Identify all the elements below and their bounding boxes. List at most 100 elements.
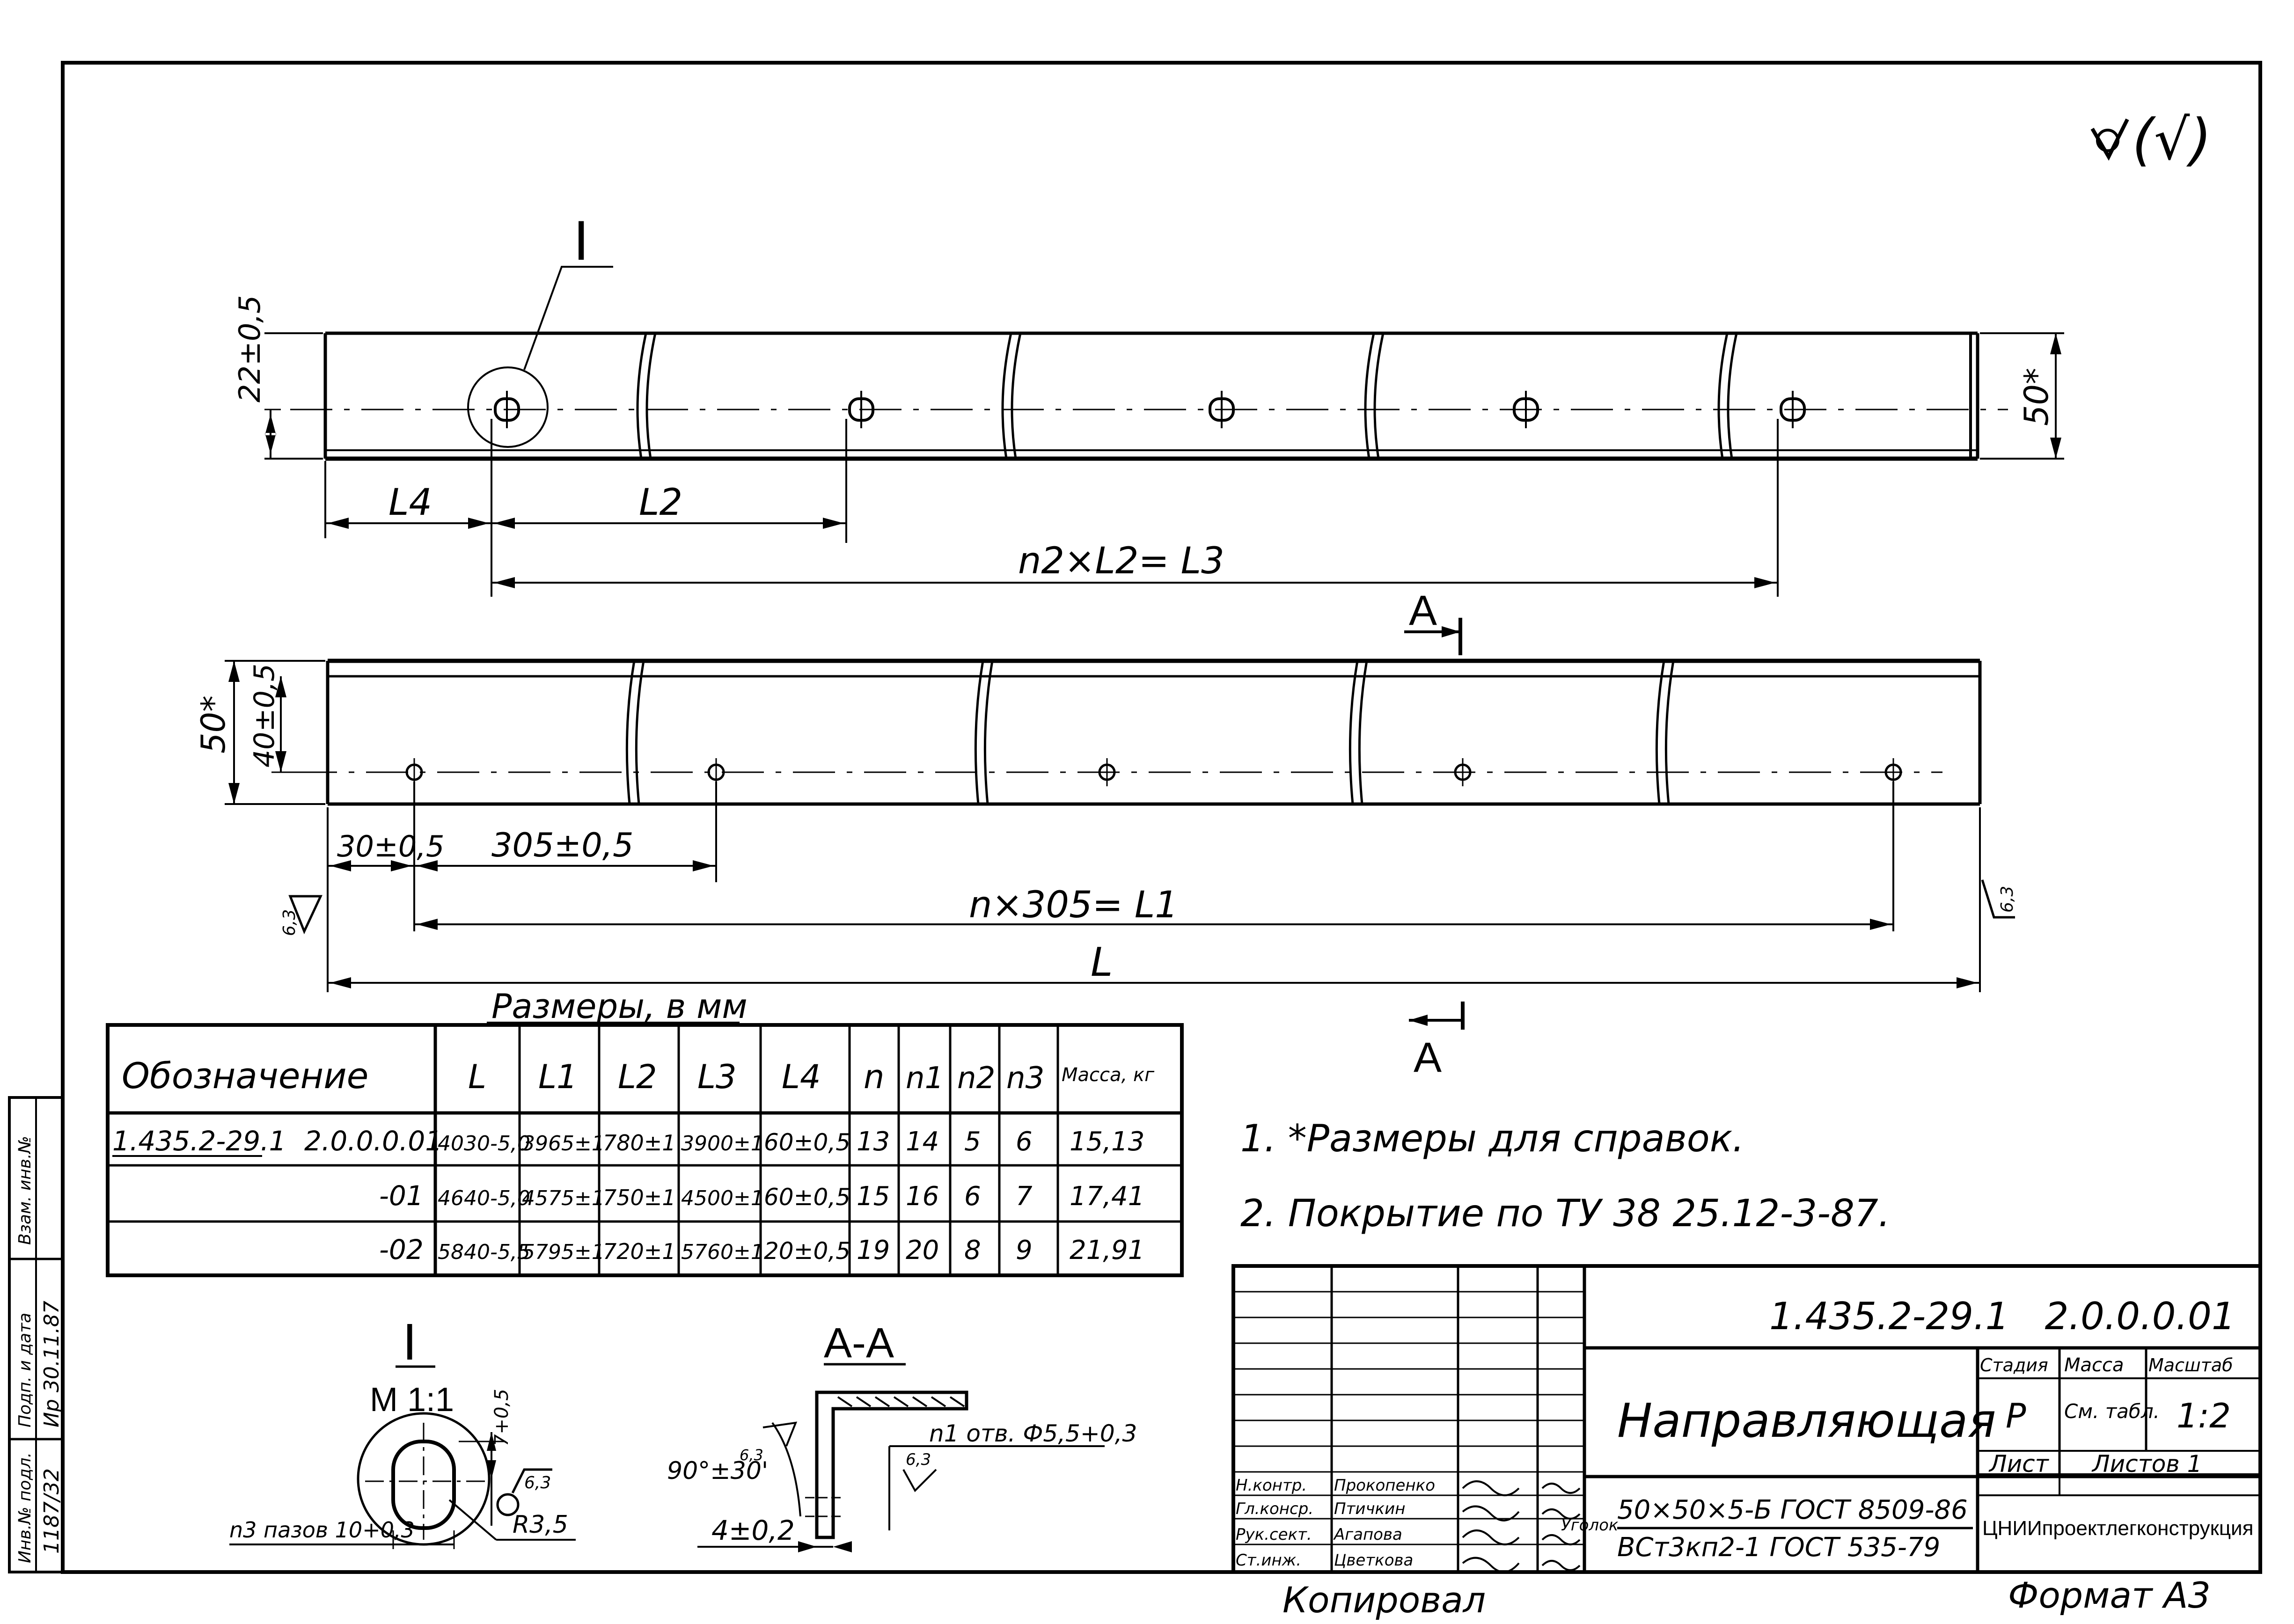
note-2: 2. Покрытие по ТУ 38 25.12-3-87.	[1240, 1192, 1890, 1235]
mass-label: Масса	[2064, 1354, 2124, 1376]
slot-4	[1513, 391, 1539, 428]
section-aa-angle-rough: 6,3	[740, 1446, 763, 1464]
doc-number: 1.435.2-29.1 2.0.0.0.01	[1769, 1295, 2235, 1338]
section-aa-angle: 90°±30'	[667, 1457, 768, 1485]
stage-value: Р	[2006, 1396, 2026, 1435]
sig-name-2: Птичкин	[1334, 1500, 1405, 1518]
row3-n: 19	[857, 1235, 890, 1266]
roughness-symbol: (√)	[2090, 108, 2212, 173]
section-aa: А-А 90°±30' 6,3 n1 отв. Ф5,5+0,3 6,3 4±0…	[667, 1320, 1137, 1552]
dim-total: L	[1091, 939, 1113, 986]
copied-label: Копировал	[1283, 1579, 1486, 1621]
row1-n2: 5	[964, 1127, 981, 1157]
th-n3: n3	[1006, 1061, 1044, 1096]
dim-n2-chain: n2×L2= L3	[1018, 540, 1224, 582]
row1-l1: 3965±1	[522, 1132, 605, 1156]
dim-n-chain: n×305= L1	[969, 884, 1178, 926]
th-mass: Масса, кг	[1062, 1064, 1155, 1086]
detail-i-title: I	[403, 1313, 417, 1371]
hole-4	[1454, 758, 1472, 786]
row1-n: 13	[857, 1127, 890, 1157]
row3-n3: 9	[1016, 1235, 1033, 1266]
format-label: Формат А3	[2008, 1574, 2211, 1616]
sig-name-1: Прокопенко	[1334, 1476, 1435, 1495]
row1-l: 4030-5,0	[438, 1132, 530, 1156]
row1-l3: 3900±1	[681, 1132, 764, 1156]
sig-role-1: Н.контр.	[1236, 1476, 1307, 1495]
row3-n1: 20	[906, 1235, 939, 1266]
th-l4: L4	[782, 1058, 821, 1096]
th-l1: L1	[538, 1058, 578, 1096]
drawing-frame	[61, 61, 2262, 1574]
row3-l1: 5795±1	[522, 1240, 605, 1264]
th-l2: L2	[618, 1058, 657, 1096]
row2-mass: 17,41	[1070, 1181, 1144, 1212]
th-n2: n2	[957, 1061, 995, 1096]
callout-circle	[467, 366, 549, 448]
row1-l2: 780±1	[603, 1130, 676, 1156]
row2-n1: 16	[906, 1181, 939, 1212]
detail-i-rough: 6,3	[524, 1473, 551, 1492]
callout-label: I	[573, 209, 589, 272]
scale-label: Масштаб	[2148, 1355, 2233, 1375]
section-aa-title: А-А	[824, 1320, 894, 1367]
sig-role-4: Ст.инж.	[1236, 1551, 1301, 1570]
dim-l2: L2	[639, 482, 682, 524]
th-n1: n1	[906, 1061, 944, 1096]
material-top: 50×50×5-Б ГОСТ 8509-86	[1617, 1495, 1968, 1525]
detail-i-dim7: 7+0,5	[491, 1389, 513, 1446]
front-view: 50* 40±0,5 30±0,5 305±0,5 n×305= L1 L 6,…	[194, 658, 2017, 992]
row2-l3: 4500±1	[681, 1186, 764, 1210]
row2-n3: 7	[1016, 1181, 1033, 1212]
svg-text:A: A	[1414, 1034, 1442, 1081]
size-table: Размеры, в мм Обозначение L L1 L2 L3 L4 …	[106, 987, 1184, 1277]
stamp-inv-value: 1187/32	[40, 1468, 64, 1554]
slot-1	[494, 391, 520, 428]
top-view: I 22±0,5 50* L4 L2 n2×L2= L3	[233, 209, 2064, 597]
dim-305: 305±0,5	[491, 826, 634, 864]
section-aa-holes: n1 отв. Ф5,5+0,3	[929, 1420, 1137, 1447]
section-aa-hole-rough: 6,3	[906, 1450, 931, 1469]
detail-i: I М 1:1 7+0,5 6,3 R3,5 n3 пазов 10+0,3	[229, 1313, 576, 1549]
scale-value: 1:2	[2177, 1396, 2231, 1435]
th-l: L	[468, 1058, 486, 1096]
note-1: 1. *Размеры для справок.	[1240, 1117, 1744, 1160]
signature-scribbles	[1462, 1480, 1581, 1573]
svg-text:A: A	[1409, 587, 1437, 634]
row3-sub: -02	[379, 1234, 424, 1266]
rough-right: 6,3	[1998, 886, 2017, 913]
sig-role-3: Рук.сект.	[1236, 1525, 1312, 1544]
top-dim-50: 50*	[2017, 368, 2056, 426]
row2-n: 15	[857, 1181, 890, 1212]
dim-30: 30±0,5	[337, 829, 444, 863]
title-block: 1.435.2-29.1 2.0.0.0.01 Направляющая Ста…	[1231, 1264, 2262, 1574]
row1-code: 1.435.2-29.1	[112, 1125, 286, 1157]
slot-2	[848, 391, 874, 428]
row3-mass: 21,91	[1070, 1235, 1144, 1266]
row1-n1: 14	[906, 1127, 939, 1157]
mass-value: См. табл.	[2064, 1400, 2160, 1423]
part-name: Направляющая	[1617, 1393, 1996, 1448]
row2-n2: 6	[964, 1181, 981, 1212]
detail-i-radius: R3,5	[513, 1511, 568, 1539]
front-dim-50: 50*	[194, 695, 233, 753]
organization: ЦНИИпроектлегконструкция	[1982, 1517, 2253, 1540]
th-l3: L3	[697, 1058, 737, 1096]
slot-3	[1209, 391, 1235, 428]
row3-n2: 8	[964, 1235, 981, 1266]
row3-l2: 720±1	[603, 1239, 676, 1264]
row2-l: 4640-5,0	[438, 1186, 530, 1210]
slot-5	[1780, 391, 1806, 428]
top-dim-22: 22±0,5	[233, 295, 267, 402]
stage-label: Стадия	[1980, 1355, 2048, 1375]
row3-l: 5840-5,5	[438, 1240, 530, 1264]
stamp-inv-label: Инв.№ подл.	[15, 1452, 35, 1563]
dim-l4: L4	[388, 482, 432, 524]
sheets-label: Листов 1	[2091, 1450, 2202, 1478]
row2-sub: -01	[379, 1180, 424, 1212]
stamp-replace-label: Взам. инв.№	[15, 1136, 35, 1245]
th-designation: Обозначение	[122, 1055, 368, 1097]
th-n: n	[864, 1058, 884, 1096]
row1-sub: 2.0.0.0.01	[304, 1125, 442, 1157]
side-stamp: Взам. инв.№ Подп. и дата Инв.№ подл. Ир …	[8, 1096, 64, 1573]
